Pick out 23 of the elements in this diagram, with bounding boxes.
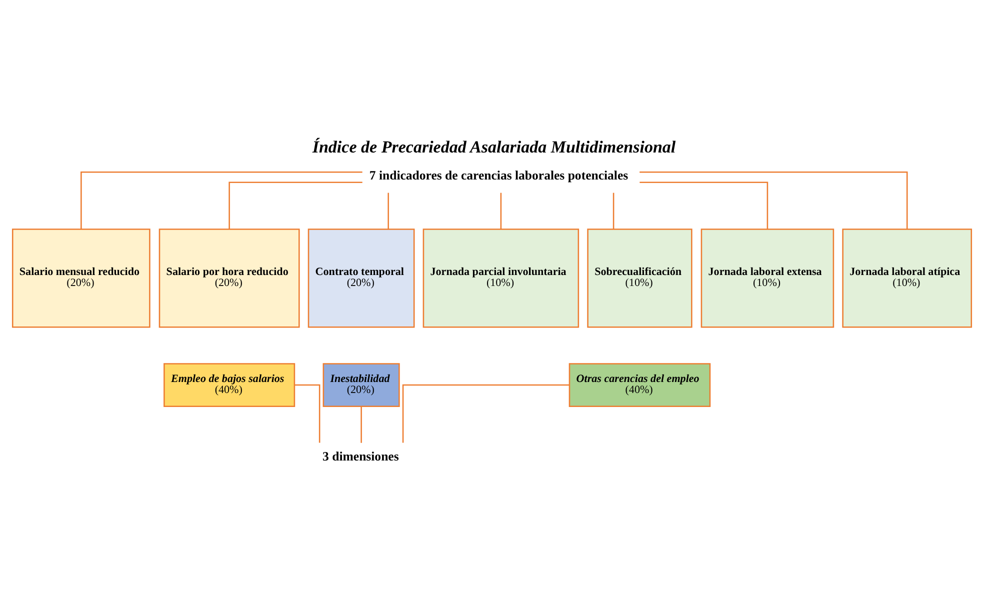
connector: [402, 384, 570, 442]
connector: [80, 171, 362, 229]
node-box: Contrato temporal (20%): [308, 228, 415, 328]
connector: [294, 384, 320, 442]
node-box: Empleo de bajos salarios (40%): [164, 362, 296, 406]
node-text: 3 dimensiones: [322, 448, 399, 463]
node-box: Salario por hora reducido (20%): [158, 228, 300, 328]
connector: [500, 192, 502, 229]
node-box: Inestabilidad (20%): [322, 362, 400, 406]
connector: [640, 181, 768, 229]
connector: [388, 192, 389, 229]
node-box: Otras carencias del empleo (40%): [568, 362, 711, 406]
connector: [612, 192, 614, 229]
node-box: Salario mensual reducido (20%): [12, 228, 150, 328]
connector: [360, 406, 362, 442]
node-box: Jornada parcial involuntaria (10%): [422, 228, 580, 328]
node-box: Sobrecualificación (10%): [587, 228, 692, 328]
connector: [228, 181, 362, 229]
connector: [640, 171, 908, 229]
node-box: Jornada laboral atípica (10%): [842, 228, 972, 328]
node-text: 7 indicadores de carencias laborales potenciales: [369, 168, 628, 182]
diagram-title: Índice de Precariedad Asalariada Multidimensional: [312, 137, 676, 156]
node-box: Jornada laboral extensa (10%): [700, 228, 834, 328]
